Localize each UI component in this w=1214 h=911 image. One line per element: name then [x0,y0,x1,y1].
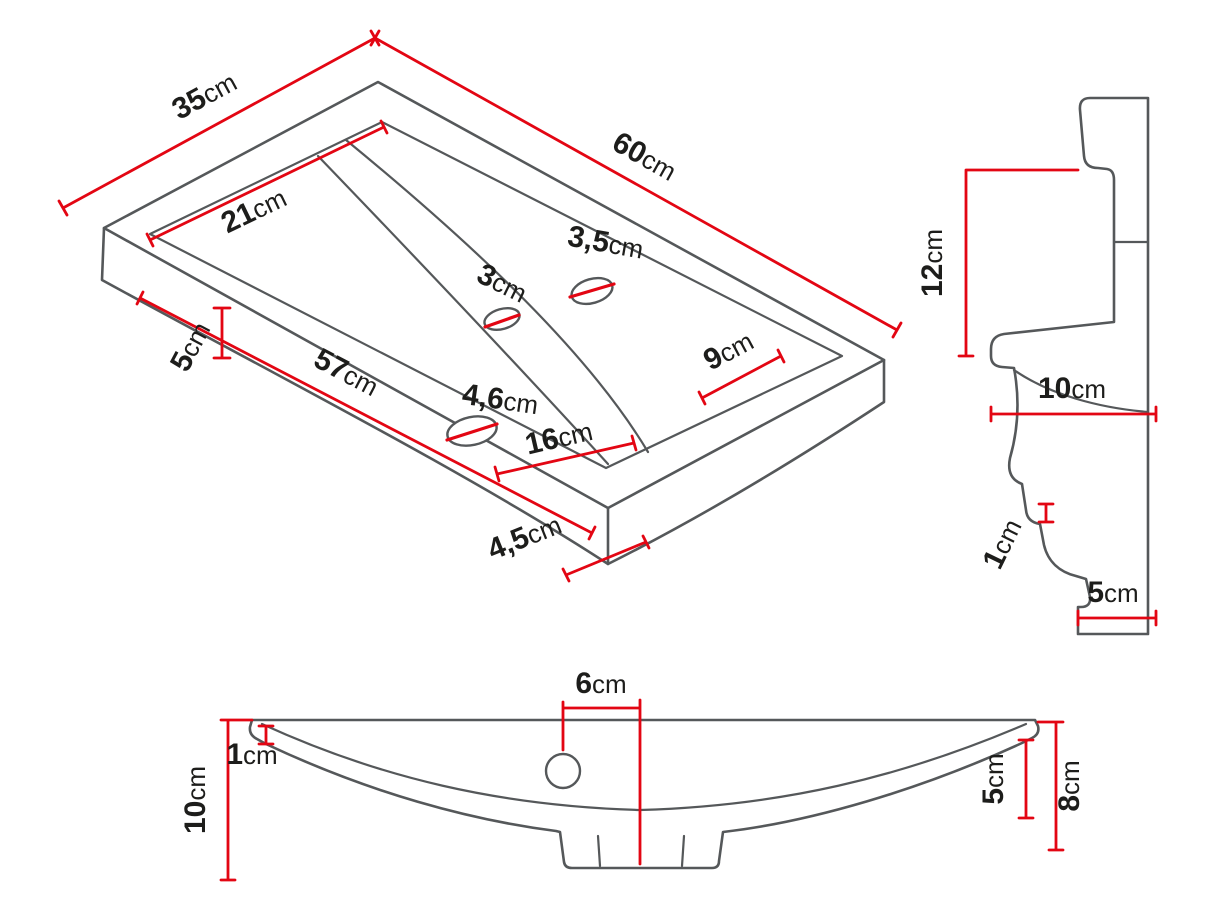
dimension-line-right-offset-9 [697,348,786,406]
basin-inner-rim-outline [148,120,844,470]
dim-unit: cm [918,229,948,264]
dimension-line-base-5 [1076,609,1158,627]
dim-value: 6 [575,667,592,700]
isometric-view: 35cm 60cm 21cm 57cm 9cm 3,5cm 3cm 4,6cm … [57,29,903,583]
side-profile-outline [989,96,1150,636]
label-side-depth: 10cm [1038,372,1106,405]
dim-unit: cm [555,416,596,453]
dim-unit: cm [592,669,627,699]
label-bowl-depth: 5cm [977,753,1010,804]
label-front-edge-height: 5cm [164,316,217,377]
dim-unit: cm [1055,760,1085,795]
side-view: 12cm 10cm 1cm 5cm [916,96,1158,636]
dimension-line-bowl-depth-5 [1017,738,1035,820]
dimension-line-tap-to-centre-6 [561,698,642,866]
label-drain-to-front: 16cm [522,414,596,461]
dim-unit: cm [979,753,1009,788]
dim-value: 3,5 [565,220,612,260]
tap-hole-diameter-mark [568,282,616,299]
dimension-line-wall-thickness-1 [257,724,275,746]
dim-value: 10 [179,801,212,834]
basin-slope-curves [316,138,650,466]
dim-unit: cm [1071,374,1106,404]
label-right-offset: 9cm [698,324,759,377]
dim-value: 16 [522,422,562,462]
label-tap-hole: 3,5cm [565,220,646,266]
dim-value: 5 [977,788,1010,805]
label-upstand-height: 12cm [916,229,949,297]
dim-unit: cm [1104,578,1139,608]
dimension-line-upstand-12 [957,168,1080,358]
dim-unit: cm [243,740,278,770]
label-overflow-hole: 3cm [472,257,533,309]
dim-value: 8 [1053,795,1086,812]
drain-hole-diameter-mark [445,422,499,442]
dim-value: 10 [1038,372,1071,405]
label-width: 60cm [607,126,682,188]
dimension-line-depth-10 [989,405,1158,423]
dimension-line-height-10 [219,718,254,882]
front-tap-hole [544,752,582,790]
label-tap-to-centre: 6cm [575,667,626,700]
dim-value: 1 [226,738,243,771]
front-profile-outline [248,718,1040,870]
dimension-line-drain-to-front-16 [493,434,638,483]
dim-unit: cm [181,766,211,801]
dimension-line-end-height-8 [1036,720,1065,852]
dim-value: 12 [916,264,949,297]
label-drain-hole: 4,6cm [460,378,540,421]
dimension-line-step-1 [1037,502,1055,524]
dim-unit: cm [606,229,645,265]
label-front-height: 10cm [179,766,212,834]
label-wall-thickness: 1cm [226,738,277,771]
label-basin-width: 57cm [309,342,385,403]
label-side-step: 1cm [976,514,1028,575]
dim-value: 5 [1087,576,1104,609]
dimension-line-width-60 [369,29,903,339]
label-front-offset: 4,5cm [483,508,566,567]
dimension-line-front-edge-5 [212,306,232,360]
dimension-line-depth-35 [57,29,381,217]
dimension-line-front-offset-4-5 [561,534,651,583]
dim-value: 4,6 [460,378,506,416]
side-profile-details [1012,240,1150,414]
dimension-line-basin-depth-21 [145,119,389,248]
overflow-hole-diameter-mark [483,313,521,329]
label-end-height: 8cm [1053,760,1086,811]
front-view: 6cm 1cm 10cm 5cm 8cm [179,667,1086,882]
dimension-line-basin-width-57 [135,290,597,541]
dim-unit: cm [502,386,541,421]
overflow-hole [483,306,521,332]
label-side-base: 5cm [1087,576,1138,609]
front-inner-bowl-line [260,722,1028,868]
